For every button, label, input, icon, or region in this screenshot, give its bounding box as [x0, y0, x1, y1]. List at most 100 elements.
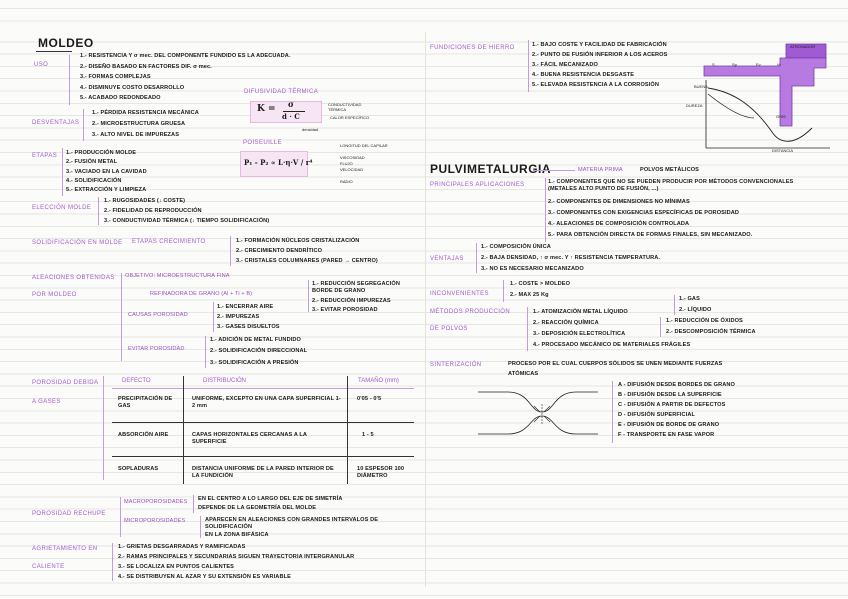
grain-bottom — [478, 415, 598, 435]
quim-item-1: 1.- REDUCCIÓN DE ÓXIDOS — [666, 318, 743, 324]
tabla-header-distribucion: DISTRIBUCIÓN — [203, 378, 247, 384]
sinter-item-a: A - DIFUSIÓN DESDE BORDES DE GRANO — [618, 382, 735, 388]
desventajas-label: DESVENTAJAS — [32, 120, 80, 126]
aplicaciones-brace — [545, 178, 546, 242]
sinter-item-e: E - DIFUSIÓN DE BORDE DE GRANO — [618, 422, 720, 428]
aleaciones-brace — [121, 273, 122, 361]
tabla-label-1: POROSIDAD DEBIDA — [32, 380, 99, 386]
desventajas-brace — [83, 109, 84, 141]
diffusion-arrow-3 — [533, 415, 541, 423]
causas-item-1: 1.- ENCERRAR AIRE — [217, 304, 274, 310]
aplicaciones-item-5: 5.- PARA OBTENCIÓN DIRECTA DE FORMAS FIN… — [548, 232, 753, 238]
aleaciones-objetivo: OBJETIVO: MICROESTRUCTURA FINA — [125, 273, 230, 279]
sinter-item-f: F - TRANSPORTE EN FASE VAPOR — [618, 432, 715, 438]
tabla-col-rule-1 — [183, 376, 184, 484]
aleaciones-label-1: ALEACIONES OBTENIDAS — [32, 275, 115, 281]
title-moldeo: MOLDEO — [38, 36, 94, 50]
aleaciones-evitar: EVITAR POROSIDAD — [128, 346, 185, 352]
inconvenientes-brace — [503, 280, 504, 302]
white-curve — [707, 93, 755, 119]
solidificacion-sub: ETAPAS CRECIMIENTO — [132, 239, 206, 245]
aplicaciones-item-3: 3.- COMPONENTES CON EXIGENCIAS ESPECÍFIC… — [548, 210, 740, 216]
tabla-row-rule-2 — [112, 456, 414, 457]
inconvenientes-item-2: 2.- MAX 25 Kg — [510, 292, 549, 298]
eleccion-item-1: 1.- RUGOSIDADES (↓ COSTE) — [104, 198, 186, 204]
sinter-item-d: D - DIFUSIÓN SUPERFICIAL — [618, 412, 695, 418]
uso-item-1: 1.- RESISTENCIA Y σ mec. DEL COMPONENTE … — [80, 53, 291, 59]
tabla-header-defecto: DEFECTO — [122, 378, 151, 384]
poiseuille-ann-4: VELOCIDAD — [340, 167, 364, 172]
poiseuille-formula: P₁ - P₂ ∝ L·η·V / r⁴ — [244, 158, 313, 167]
sinter-item-c: C - DIFUSIÓN A PARTIR DE DEFECTOS — [618, 402, 726, 408]
macro-brace — [193, 495, 194, 513]
poiseuille-box — [240, 151, 308, 177]
atom-item-2: 2.- LÍQUIDO — [679, 307, 712, 313]
metodos-item-2: 2.- REACCIÓN QUÍMICA — [533, 320, 599, 326]
diagram-top-label: ATRONADOR — [790, 44, 816, 49]
grain-top — [478, 391, 598, 413]
etapas-item-1: 1.- PRODUCCIÓN MOLDE — [66, 150, 137, 156]
uso-label: USO — [34, 62, 49, 68]
desventajas-item-1: 1.- PÉRDIDA RESISTENCIA MECÁNICA — [92, 110, 199, 116]
aplicaciones-item-1: 1.- COMPONENTES QUE NO SE PUEDEN PRODUCI… — [548, 179, 794, 192]
tabla-label-2: A GASES — [32, 399, 61, 405]
difusividad-ann-3: densidad — [302, 127, 319, 132]
agrietamiento-item-1: 1.- GRIETAS DESGARRADAS Y RAMIFICADAS — [118, 544, 246, 550]
diagram-label-sp: Sp — [732, 62, 737, 67]
tabla-row-rule-1 — [112, 422, 414, 423]
fundiciones-item-2: 2.- PUNTO DE FUSIÓN INFERIOR A LOS ACERO… — [532, 52, 668, 58]
diagram-side-2: DUREZA — [686, 103, 703, 108]
agrietamiento-item-4: 4.- SE DISTRIBUYEN AL AZAR Y SU EXTENSIÓ… — [118, 574, 291, 580]
tabla-row3-dist: DISTANCIA UNIFORME DE LA PARED INTERIOR … — [192, 466, 334, 479]
poiseuille-ann-3: FLUJO — [340, 161, 353, 166]
micro-brace — [200, 516, 201, 538]
tabla-row1-defecto: PRECIPITACIÓN DE GAS — [118, 396, 173, 409]
macro-item-2: DEPENDE DE LA GEOMETRÍA DEL MOLDE — [198, 505, 317, 511]
atom-item-1: 1.- GAS — [679, 296, 700, 302]
metodos-label-2: DE POLVOS — [430, 326, 468, 332]
fundiciones-item-4: 4.- BUENA RESISTENCIA DESGASTE — [532, 72, 635, 78]
metodos-item-4: 4.- PROCESADO MECÁNICO DE MATERIALES FRÁ… — [533, 342, 691, 348]
etapas-brace — [62, 148, 63, 196]
solidificacion-item-1: 1.- FORMACIÓN NÚCLEOS CRISTALIZACIÓN — [236, 238, 360, 244]
fraction-bar — [283, 111, 305, 112]
fundiciones-item-3: 3.- FÁCIL MECANIZADO — [532, 62, 598, 68]
tabla-row3-tam: 10 ESPESOR 100 DIÁMETRO — [357, 466, 405, 479]
column-divider — [425, 32, 426, 587]
aleaciones-refinadora: REFINADORA DE GRANO (Al + Ti + B) — [150, 291, 253, 297]
rechupe-micro: MICROPOROSIDADES — [124, 518, 186, 524]
ventajas-brace — [476, 243, 477, 273]
uso-item-4: 4.- DISMINUYE COSTO DESARROLLO — [80, 85, 185, 91]
aplicaciones-item-4: 4.- ALEACIONES DE COMPOSICIÓN CONTROLADA — [548, 221, 690, 227]
tabla-left-border — [103, 376, 104, 480]
inconvenientes-label: INCONVENIENTES — [430, 291, 489, 297]
agrietamiento-label-2: CALIENTE — [32, 564, 65, 570]
sinter-neck-diagram — [478, 391, 598, 435]
causas-item-3: 3.- GASES DISUELTOS — [217, 324, 280, 330]
aplicaciones-label: PRINCIPALES APLICACIONES — [430, 182, 525, 188]
metodos-label-1: MÉTODOS PRODUCCIÓN — [430, 309, 511, 315]
causas-item-2: 2.- IMPUREZAS — [217, 314, 260, 320]
diffusion-arrow-4 — [543, 415, 551, 423]
rechupe-label: POROSIDAD RECHUPE — [32, 511, 106, 517]
fundiciones-label: FUNDICIONES DE HIERRO — [430, 45, 515, 51]
evitar-item-1: 1.- ADICIÓN DE METAL FUNDIDO — [210, 337, 301, 343]
hardness-curve — [707, 87, 813, 142]
micro-item-1: APARECEN EN ALEACIONES CON GRANDES INTER… — [205, 517, 379, 530]
refinadora-item-2: 2.- REDUCCIÓN IMPUREZAS — [312, 298, 391, 304]
solidificacion-item-2: 2.- CRECIMIENTO DENDRÍTICO — [236, 248, 323, 254]
uso-brace — [69, 55, 70, 105]
uso-item-3: 3.- FORMAS COMPLEJAS — [80, 74, 151, 80]
aleaciones-causas: CAUSAS POROSIDAD — [128, 312, 188, 318]
tabla-row1-tam: 0'05 - 0'5 — [357, 396, 382, 402]
title-pulvimetalurgia: PULVIMETALURGIA — [430, 162, 552, 176]
uso-item-5: 5.- ACABADO REDONDEADO — [80, 95, 161, 101]
materia-value: POLVOS METÁLICOS — [640, 167, 699, 173]
tabla-row3-defecto: SOPLADURAS — [118, 466, 159, 472]
macro-item-1: EN EL CENTRO A LO LARGO DEL EJE DE SIMET… — [198, 496, 343, 502]
poiseuille-ann-1: LONGITUD DEL CAPILAR — [340, 143, 388, 148]
metodos-item-3: 3.- DEPOSICIÓN ELECTROLÍTICA — [533, 331, 626, 337]
eleccion-item-2: 2.- FIDELIDAD DE REPRODUCCIÓN — [104, 208, 202, 214]
evitar-item-2: 2.- SOLIDIFICACIÓN DIRECCIONAL — [210, 348, 308, 354]
desventajas-item-2: 2.- MICROESTRUCTURA GRUESA — [92, 121, 186, 127]
